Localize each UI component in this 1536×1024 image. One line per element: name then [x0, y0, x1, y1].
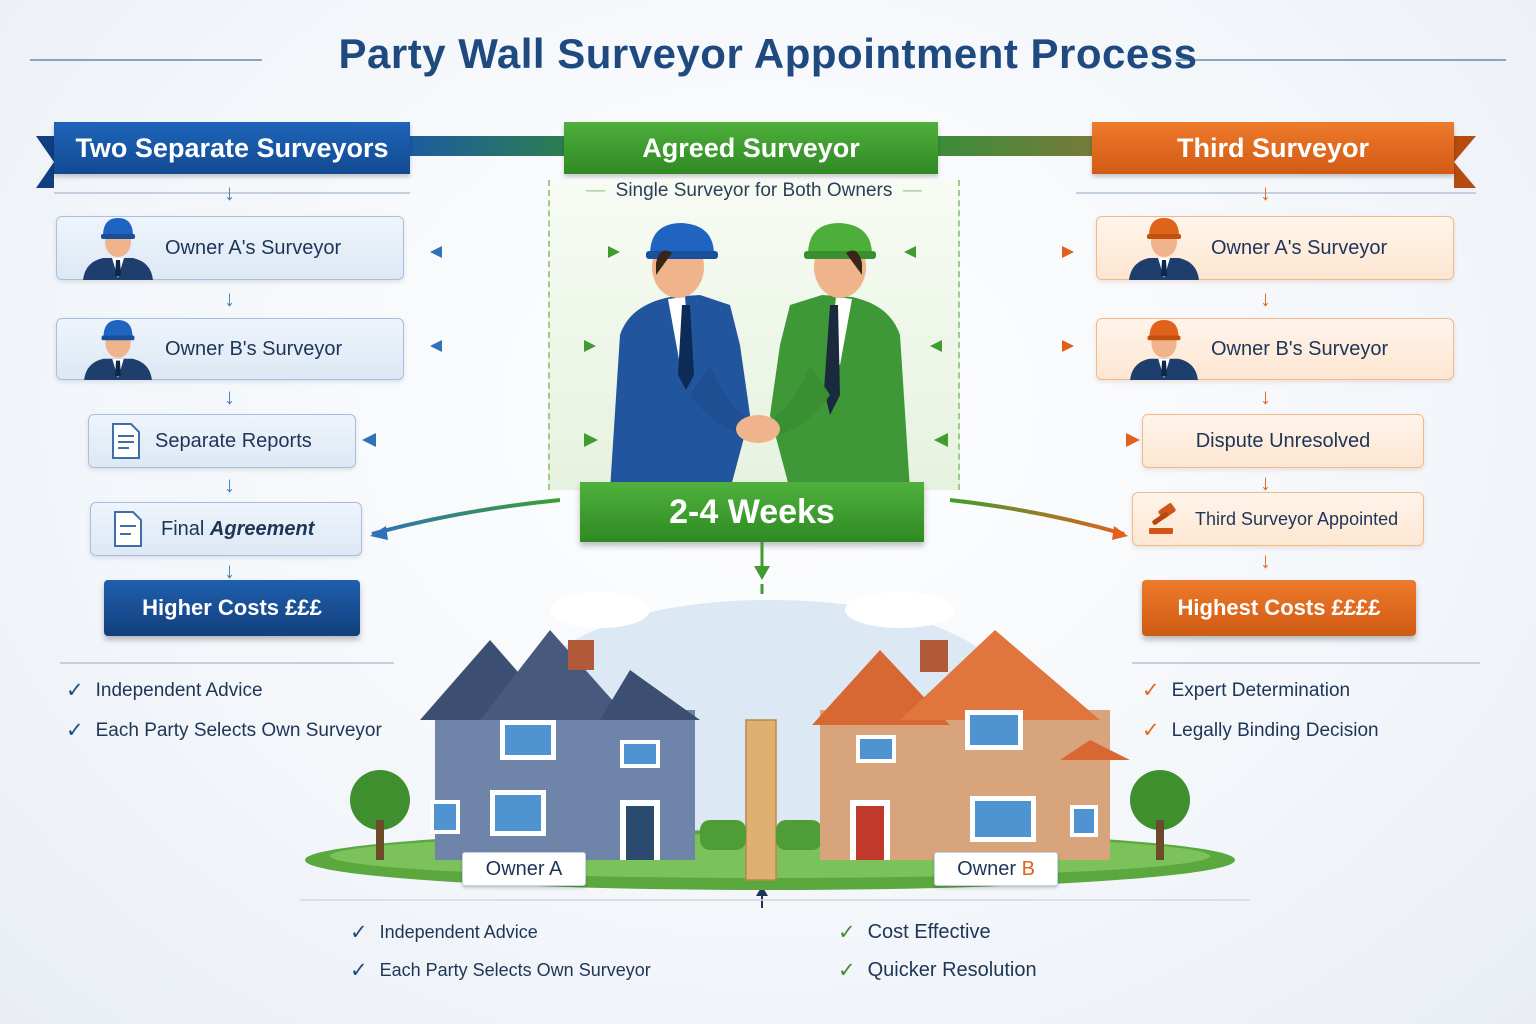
arrow-down-icon: ↓ [1260, 548, 1271, 573]
right-check-text: Legally Binding Decision [1171, 719, 1379, 741]
right-third-appointed: Third Surveyor Appointed [1132, 492, 1424, 546]
checkmark-icon: ✓ [1142, 679, 1160, 702]
left-cost-label: Higher Costs £££ [142, 595, 322, 620]
left-reports-label: Separate Reports [155, 429, 312, 452]
arrow-down-icon: ↓ [224, 472, 235, 497]
right-dispute-unresolved: Dispute Unresolved [1142, 414, 1424, 468]
title-area: Party Wall Surveyor Appointment Process [0, 30, 1536, 90]
right-dispute-label: Dispute Unresolved [1195, 429, 1371, 452]
left-cost-badge: Higher Costs £££ [104, 580, 360, 636]
banner-two-surveyors: Two Separate Surveyors [54, 122, 410, 174]
banner-tail-left [36, 136, 54, 188]
checkmark-icon: ✓ [838, 921, 856, 944]
agreed-surveyor-subtitle: — Single Surveyor for Both Owners — [586, 180, 922, 201]
divider-right-bottom [1132, 662, 1480, 664]
banner-third-surveyor: Third Surveyor [1092, 122, 1454, 174]
checkmark-icon: ✓ [838, 959, 856, 982]
document-icon [112, 423, 140, 459]
banner-third-surveyor-label: Third Surveyor [1176, 132, 1370, 163]
checkmark-icon: ✓ [66, 679, 84, 702]
gavel-icon [1149, 503, 1176, 534]
left-check-text: Each Party Selects Own Surveyor [95, 719, 382, 741]
bottom-right-check-text: Quicker Resolution [867, 959, 1037, 981]
right-owner-a-label: Owner A's Surveyor [1211, 236, 1388, 259]
title-rule-right [1176, 59, 1506, 61]
right-owner-b-label: Owner B's Surveyor [1211, 337, 1389, 360]
checkmark-icon: ✓ [66, 719, 84, 742]
right-appointed-label: Third Surveyor Appointed [1195, 508, 1399, 529]
left-check-item: ✓ Each Party Selects Own Surveyor [66, 718, 382, 743]
connector-right [936, 136, 1096, 156]
blue-surveyor-figure [610, 223, 750, 490]
right-owner-a-surveyor: Owner A's Surveyor [1096, 216, 1454, 280]
arrow-down-icon: ↓ [1260, 180, 1271, 205]
bottom-left-check-text: Each Party Selects Own Surveyor [379, 960, 651, 980]
bottom-left-check-item: ✓ Each Party Selects Own Surveyor [350, 958, 651, 983]
right-owner-b-surveyor: Owner B's Surveyor [1096, 318, 1454, 380]
handshake-illustration [610, 223, 910, 490]
left-check-text: Independent Advice [95, 679, 263, 701]
right-check-text: Expert Determination [1171, 679, 1351, 701]
banner-agreed-surveyor: Agreed Surveyor [564, 122, 938, 174]
arrow-down-icon: ↓ [224, 286, 235, 311]
left-owner-b-label: Owner B's Surveyor [165, 337, 343, 360]
connector-left [400, 136, 570, 156]
checkmark-icon: ✓ [350, 921, 368, 944]
checkmark-icon: ✓ [350, 959, 368, 982]
arrow-down-icon: ↓ [224, 384, 235, 409]
arrow-down-icon: ↓ [1260, 384, 1271, 409]
document-icon [114, 511, 142, 547]
banner-tail-right [1454, 136, 1476, 188]
left-agreement-emph: Agreement [209, 517, 315, 540]
page-title: Party Wall Surveyor Appointment Process [338, 30, 1198, 77]
bottom-left-check-item: ✓ Independent Advice [350, 920, 538, 945]
left-owner-a-surveyor: Owner A's Surveyor [56, 216, 404, 280]
houses-illustration [305, 592, 1235, 890]
duration-banner: 2-4 Weeks [580, 482, 924, 542]
house-a-label: Owner A [462, 852, 586, 886]
duration-label: 2-4 Weeks [669, 492, 835, 531]
house-b-label-letter: B [1021, 857, 1035, 880]
bottom-left-check-text: Independent Advice [379, 922, 538, 942]
party-wall [745, 719, 777, 881]
worker-avatar-icon [83, 218, 153, 280]
banner-agreed-surveyor-label: Agreed Surveyor [642, 132, 860, 163]
right-check-item: ✓ Expert Determination [1142, 678, 1350, 703]
right-cost-badge: Highest Costs ££££ [1142, 580, 1416, 636]
arrow-down-icon: ↓ [224, 180, 235, 205]
banner-two-surveyors-label: Two Separate Surveyors [75, 132, 389, 163]
left-owner-b-surveyor: Owner B's Surveyor [56, 318, 404, 380]
right-cost-label: Highest Costs ££££ [1177, 595, 1381, 620]
divider-left-bottom [60, 662, 394, 664]
left-owner-a-label: Owner A's Surveyor [165, 236, 342, 259]
house-a-label-text: Owner A [485, 857, 563, 880]
divider-left-top [54, 192, 410, 194]
house-b-label-prefix: Owner [957, 857, 1022, 880]
left-final-agreement: Final Agreement [90, 502, 362, 556]
left-agreement-prefix: Final [161, 517, 210, 540]
worker-avatar-icon [1129, 218, 1199, 280]
house-owner-b [812, 630, 1130, 860]
checkmark-icon: ✓ [1142, 719, 1160, 742]
bottom-right-check-item: ✓ Quicker Resolution [838, 958, 1037, 983]
worker-avatar-icon [84, 319, 152, 380]
divider-right-top [1076, 192, 1476, 194]
arrow-down-icon: ↓ [1260, 470, 1271, 495]
worker-avatar-icon [1130, 319, 1198, 380]
arrow-down-icon: ↓ [224, 558, 235, 583]
arrow-icon [362, 246, 1140, 540]
house-b-label: Owner B [934, 852, 1058, 886]
arrow-down-icon: ↓ [1260, 286, 1271, 311]
green-surveyor-figure [770, 223, 910, 490]
title-rule-left [30, 59, 262, 61]
house-owner-a [420, 630, 700, 860]
right-check-item: ✓ Legally Binding Decision [1142, 718, 1379, 743]
left-separate-reports: Separate Reports [88, 414, 356, 468]
subtitle-text: Single Surveyor for Both Owners [615, 180, 893, 201]
left-check-item: ✓ Independent Advice [66, 678, 263, 703]
bottom-right-check-item: ✓ Cost Effective [838, 920, 991, 945]
bottom-right-check-text: Cost Effective [867, 921, 991, 943]
